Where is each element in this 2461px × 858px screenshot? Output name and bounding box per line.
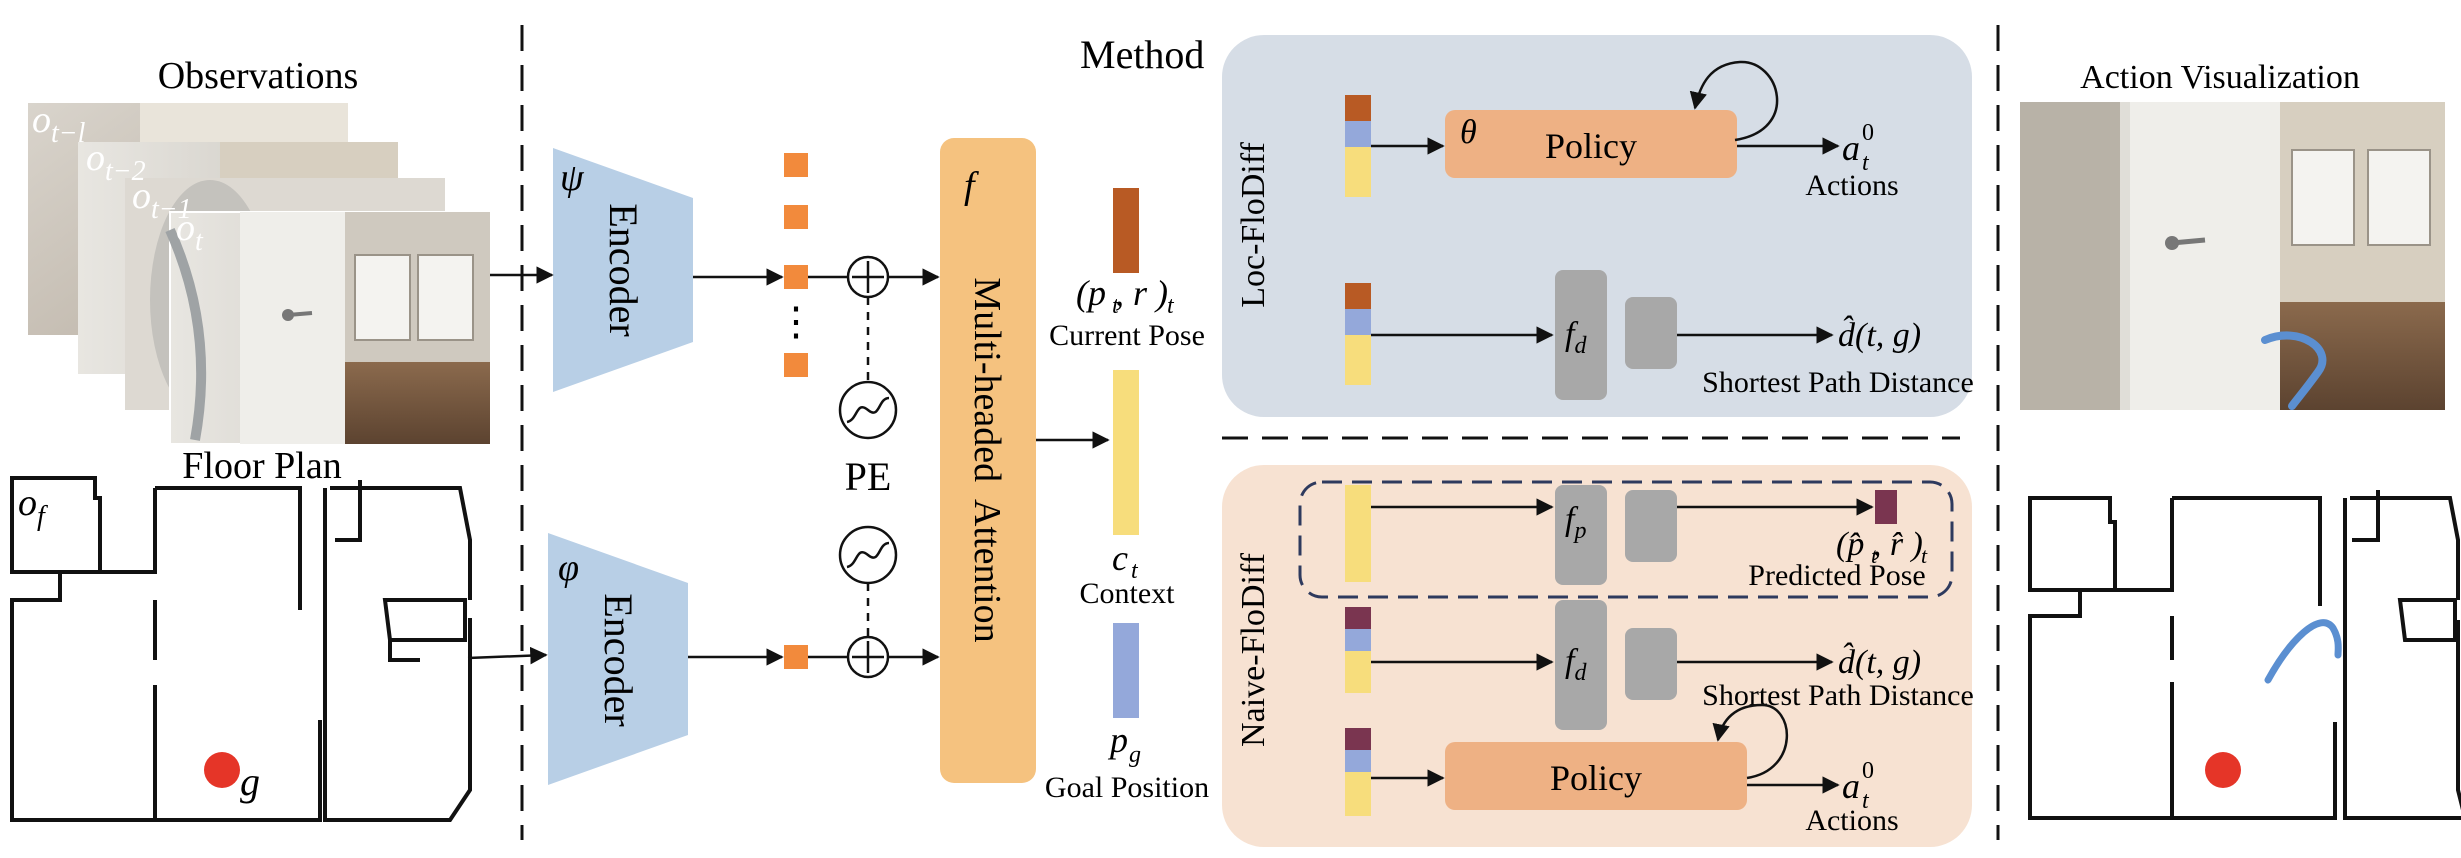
obs-frame-t <box>165 211 491 445</box>
pose-math: (p , r ) <box>1076 273 1168 313</box>
naive-fd-output-block <box>1625 628 1677 700</box>
loc-policy-label: Policy <box>1545 126 1637 166</box>
loc-fd-block <box>1555 270 1607 400</box>
action-trajectory-image <box>2261 331 2327 410</box>
pred-pose-math: (p̂ , r̂ ) <box>1836 526 1923 563</box>
phi-symbol: φ <box>558 547 579 589</box>
context-token <box>1113 370 1139 535</box>
token <box>784 205 808 229</box>
loc-policy-loop <box>1689 60 1779 142</box>
naive-distance-math: d̂(t, g) <box>1838 642 1921 681</box>
predicted-pose-group <box>1298 480 1954 599</box>
goal-label: g <box>240 759 260 804</box>
loc-fd-output-block <box>1625 297 1677 369</box>
goal-dot <box>204 752 240 788</box>
action-goal-dot <box>2205 752 2241 788</box>
action-visualization-image <box>2020 102 2445 410</box>
loc-action-math: a <box>1842 128 1860 168</box>
obs-label-t: ot <box>176 207 204 257</box>
token-column-top: ⋮ <box>776 153 816 377</box>
loc-distance-label: Shortest Path Distance <box>1702 366 1974 399</box>
naive-fd-block <box>1555 600 1607 730</box>
pe-label: PE <box>845 454 892 499</box>
loc-flodiff-panel <box>1222 35 1972 417</box>
obs-label-t-minus-1: ot−1 <box>132 175 192 225</box>
encoder-observation-label: Encoder <box>601 203 646 336</box>
action-trajectory-plan <box>2264 619 2342 684</box>
floor-plan-label: of <box>18 482 48 532</box>
attention-block <box>940 138 1036 783</box>
naive-policy-loop <box>1712 703 1789 780</box>
naive-action-sup: 0 <box>1862 758 1874 784</box>
context-sub: t <box>1131 558 1139 584</box>
naive-actions-label: Actions <box>1805 804 1898 837</box>
pred-pose-label: Predicted Pose <box>1748 559 1925 592</box>
action-floor-plan <box>2028 490 2461 820</box>
floor-plan-title: Floor Plan <box>182 445 341 487</box>
attention-label: Multi-headed Attention <box>966 277 1008 642</box>
loc-action-sub: t <box>1862 150 1870 176</box>
loc-distance-math: d̂(t, g) <box>1838 315 1921 354</box>
goal-position-label: Goal Position <box>1045 771 1209 804</box>
observations-title: Observations <box>158 55 359 97</box>
loc-actions-label: Actions <box>1805 169 1898 202</box>
goal-token <box>1113 623 1139 718</box>
arrow-plan-to-encoder <box>467 646 548 665</box>
predicted-pose-token <box>1875 490 1897 524</box>
encoder-floorplan <box>548 533 688 785</box>
naive-flodiff-title: Naive-FloDiff <box>1235 552 1272 747</box>
pose-label: Current Pose <box>1049 319 1205 352</box>
observation-stack: ot−l ot−2 ot−1 ot <box>28 99 491 445</box>
pred-pose-sub-2: t <box>1921 543 1928 568</box>
obs-label-t-minus-2: ot−2 <box>86 137 146 187</box>
loc-flodiff-title: Loc-FloDiff <box>1235 142 1272 308</box>
loc-policy-block <box>1445 110 1737 178</box>
naive-policy-block <box>1445 742 1747 810</box>
pose-sub-2: t <box>1167 293 1175 319</box>
context-label: Context <box>1080 577 1176 610</box>
floor-plan-drawing <box>10 476 472 822</box>
goal-math: p <box>1107 720 1128 760</box>
encoder-observation <box>553 148 693 392</box>
loc-action-sup: 0 <box>1862 120 1874 146</box>
naive-fp-output-block <box>1625 490 1677 562</box>
pred-pose-sub-1: t <box>1871 543 1878 568</box>
token <box>784 265 808 289</box>
method-title: Method <box>1080 32 1204 77</box>
encoder-floorplan-label: Encoder <box>596 593 641 726</box>
naive-action-math: a <box>1842 766 1860 806</box>
token <box>784 353 808 377</box>
goal-sub: g <box>1129 742 1141 768</box>
pose-sub-1: t <box>1112 293 1120 319</box>
token <box>784 153 808 177</box>
token-floorplan <box>784 645 808 669</box>
naive-action-sub: t <box>1862 788 1870 814</box>
theta-symbol: θ <box>1460 114 1477 151</box>
naive-policy-label: Policy <box>1550 758 1642 798</box>
pose-token <box>1113 188 1139 273</box>
naive-fp-block <box>1555 485 1607 585</box>
obs-label-t-minus-l: ot−l <box>32 99 86 149</box>
token-ellipsis: ⋮ <box>776 299 816 344</box>
action-visualization-title: Action Visualization <box>2080 59 2360 96</box>
psi-symbol: ψ <box>560 157 585 199</box>
context-math: c <box>1112 538 1128 578</box>
